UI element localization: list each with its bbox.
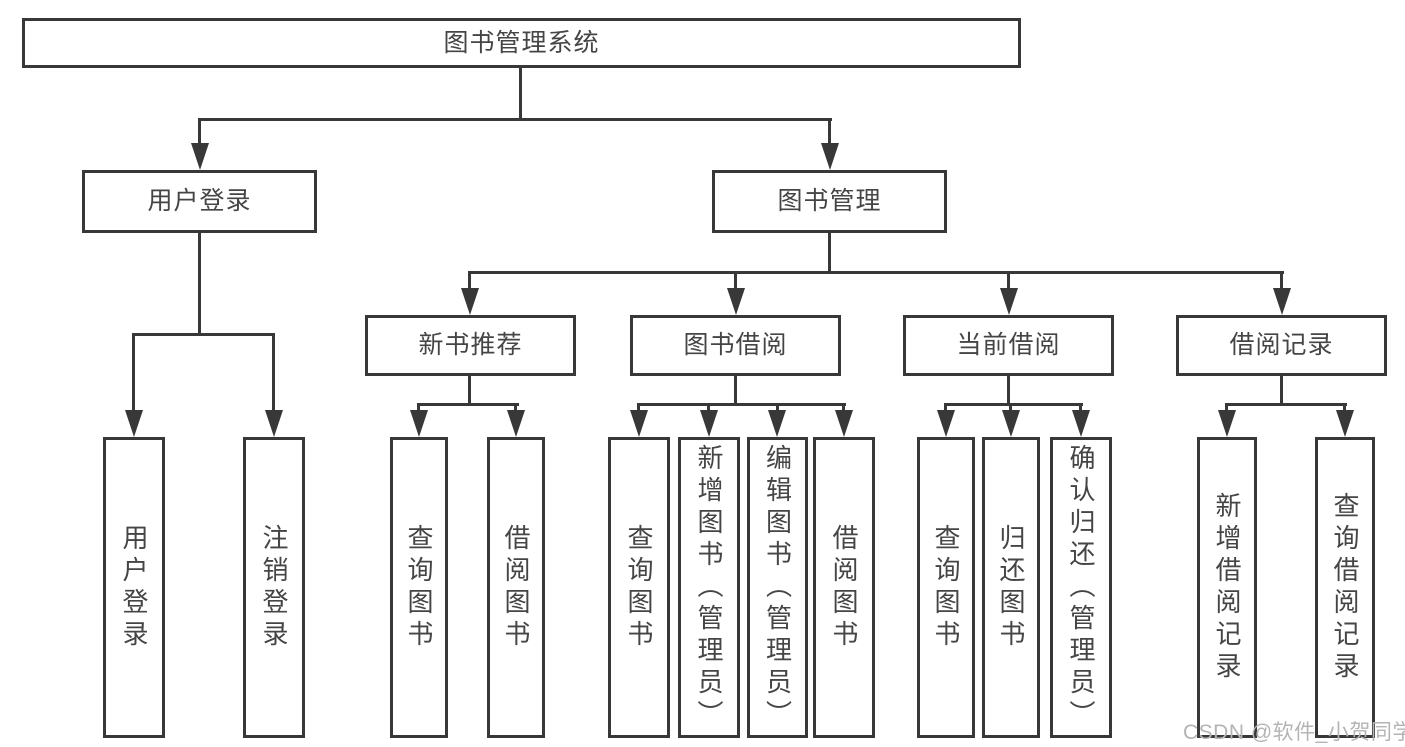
leaf-borrow-books-recommend-label: 借阅图书 (501, 523, 531, 652)
connector-line (828, 118, 831, 145)
connector-line (776, 403, 779, 413)
node-book-borrow: 图书借阅 (630, 315, 841, 376)
leaf-query-books-borrow-label: 查询图书 (624, 523, 654, 652)
connector-line (1009, 403, 1012, 413)
node-root-label: 图书管理系统 (443, 28, 600, 57)
arrowhead-icon (821, 143, 839, 170)
connector-line (417, 403, 519, 406)
leaf-confirm-return-admin: 确认归还（管理员） (1050, 437, 1112, 738)
connector-line (514, 403, 517, 413)
leaf-query-books-current-label: 查询图书 (931, 523, 961, 652)
connector-line (637, 403, 846, 406)
leaf-add-borrow-record-label: 新增借阅记录 (1212, 491, 1242, 684)
connector-line (198, 118, 832, 121)
connector-line (1007, 271, 1010, 290)
leaf-query-borrow-record: 查询借阅记录 (1315, 437, 1375, 738)
arrowhead-icon (1002, 410, 1020, 437)
connector-line (944, 403, 1083, 406)
connector-line (944, 403, 947, 413)
leaf-add-borrow-record: 新增借阅记录 (1197, 437, 1257, 738)
connector-line (198, 118, 201, 145)
leaf-query-books-recommend-label: 查询图书 (404, 523, 434, 652)
leaf-query-borrow-record-label: 查询借阅记录 (1330, 491, 1360, 684)
arrowhead-icon (630, 410, 648, 437)
connector-line (132, 333, 135, 411)
arrowhead-icon (1072, 410, 1090, 437)
connector-line (707, 403, 710, 413)
connector-line (1007, 376, 1010, 405)
node-borrow-records: 借阅记录 (1176, 315, 1387, 376)
leaf-borrow-books-2-label: 借阅图书 (829, 523, 859, 652)
arrowhead-icon (125, 410, 143, 437)
arrowhead-icon (835, 410, 853, 437)
connector-line (734, 376, 737, 405)
connector-line (1280, 271, 1283, 290)
leaf-borrow-books-2: 借阅图书 (813, 437, 875, 738)
arrowhead-icon (1000, 288, 1018, 315)
arrowhead-icon (507, 410, 525, 437)
leaf-return-books: 归还图书 (982, 437, 1040, 738)
leaf-query-books-recommend: 查询图书 (390, 437, 448, 738)
node-current-borrow-label: 当前借阅 (956, 331, 1061, 359)
arrowhead-icon (461, 288, 479, 315)
arrowhead-icon (1336, 410, 1354, 437)
leaf-user-login: 用户登录 (103, 437, 165, 738)
node-user-login-label: 用户登录 (147, 187, 252, 215)
connector-line (637, 403, 640, 413)
arrowhead-icon (768, 410, 786, 437)
leaf-add-book-admin: 新增图书（管理员） (678, 437, 740, 738)
connector-line (1343, 403, 1346, 413)
leaf-add-book-admin-label: 新增图书（管理员） (694, 443, 724, 732)
node-book-borrow-label: 图书借阅 (683, 331, 788, 359)
watermark: CSDN @软件_小贺同学 (1183, 721, 1405, 744)
leaf-edit-book-admin-label: 编辑图书（管理员） (762, 443, 793, 732)
connector-line (198, 233, 201, 335)
connector-line (734, 271, 737, 290)
connector-line (468, 271, 1284, 274)
connector-line (519, 68, 522, 120)
leaf-query-books-current: 查询图书 (917, 437, 975, 738)
connector-line (842, 403, 845, 413)
arrowhead-icon (1273, 288, 1291, 315)
leaf-logout-label: 注销登录 (259, 523, 289, 652)
arrowhead-icon (727, 288, 745, 315)
leaf-query-books-borrow: 查询图书 (608, 437, 670, 738)
connector-line (468, 376, 471, 405)
arrowhead-icon (700, 410, 718, 437)
node-book-management-label: 图书管理 (777, 187, 882, 215)
node-root: 图书管理系统 (22, 18, 1021, 68)
connector-line (1079, 403, 1082, 413)
node-book-management: 图书管理 (712, 170, 947, 233)
node-user-login: 用户登录 (82, 170, 317, 233)
leaf-logout: 注销登录 (243, 437, 305, 738)
connector-line (417, 403, 420, 413)
leaf-borrow-books-recommend: 借阅图书 (487, 437, 545, 738)
connector-line (132, 333, 275, 336)
leaf-user-login-label: 用户登录 (119, 523, 149, 652)
connector-line (1225, 403, 1347, 406)
arrowhead-icon (1218, 410, 1236, 437)
node-borrow-records-label: 借阅记录 (1229, 331, 1334, 359)
arrowhead-icon (191, 143, 209, 170)
node-new-book-recommend: 新书推荐 (365, 315, 576, 376)
connector-line (468, 271, 471, 290)
leaf-return-books-label: 归还图书 (996, 523, 1026, 652)
leaf-edit-book-admin: 编辑图书（管理员） (747, 437, 808, 738)
arrowhead-icon (265, 410, 283, 437)
arrowhead-icon (937, 410, 955, 437)
connector-line (272, 333, 275, 411)
connector-line (1280, 376, 1283, 405)
node-new-book-recommend-label: 新书推荐 (418, 331, 523, 359)
arrowhead-icon (410, 410, 428, 437)
leaf-confirm-return-admin-label: 确认归还（管理员） (1066, 443, 1096, 732)
connector-line (1225, 403, 1228, 413)
node-current-borrow: 当前借阅 (903, 315, 1114, 376)
connector-line (828, 233, 831, 273)
